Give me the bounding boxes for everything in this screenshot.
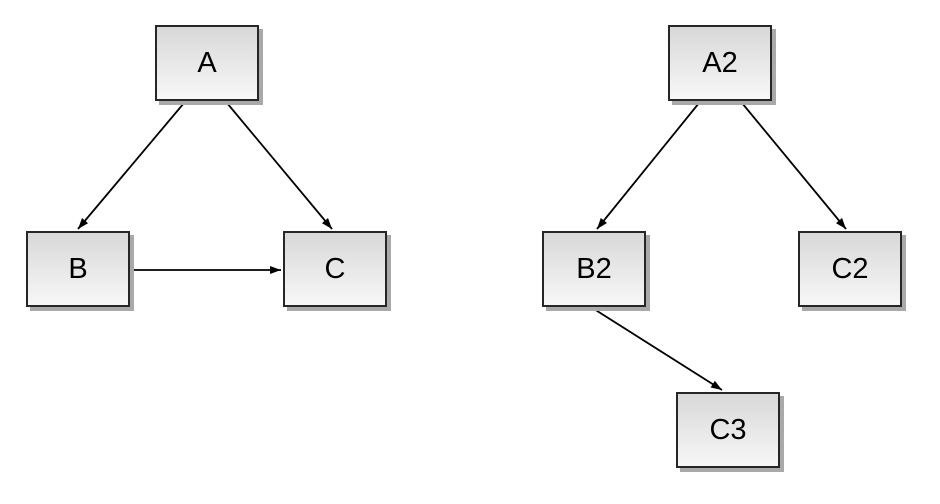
node-label-A: A: [197, 46, 217, 79]
node-C2: C2: [798, 231, 902, 307]
node-A: A: [155, 25, 259, 101]
edge-B2-C3: [593, 308, 723, 391]
node-label-B2: B2: [576, 252, 612, 285]
node-label-C: C: [324, 252, 346, 285]
edge-A2-B2: [596, 102, 700, 230]
node-C3: C3: [676, 392, 780, 468]
node-label-A2: A2: [702, 46, 738, 79]
node-label-C3: C3: [709, 413, 747, 446]
edge-A2-C2: [741, 102, 847, 230]
node-A2: A2: [668, 25, 772, 101]
edge-A-B: [77, 102, 185, 230]
node-label-C2: C2: [831, 252, 869, 285]
node-C: C: [283, 231, 387, 307]
node-B: B: [26, 231, 130, 307]
edges-group: [77, 102, 847, 391]
edge-A-C: [226, 102, 333, 230]
node-B2: B2: [542, 231, 646, 307]
node-label-B: B: [68, 252, 88, 285]
